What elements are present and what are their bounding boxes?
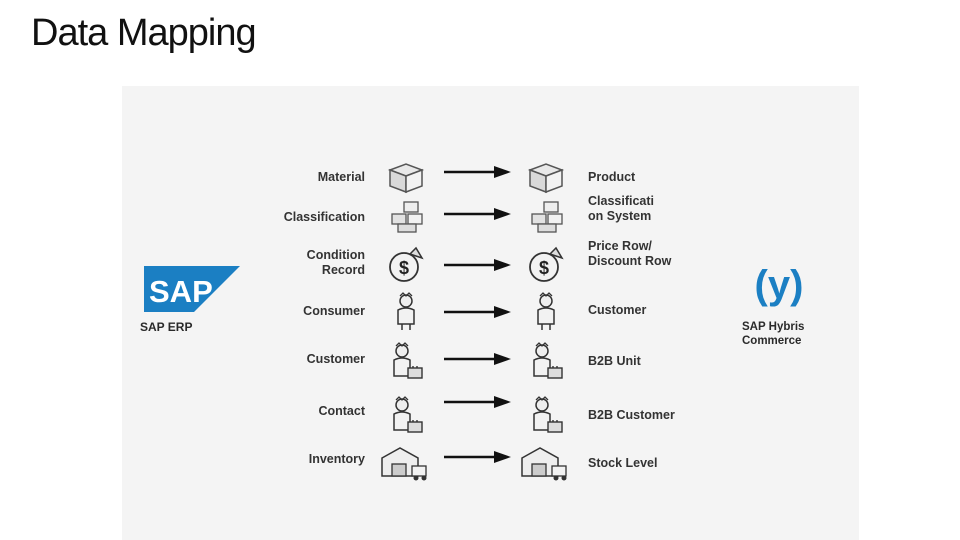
source-entity-customer: Customer [306,352,365,366]
mapping-arrow [444,166,511,178]
target-entity-price-row: Price Row/ Discount Row [588,239,672,268]
hybris-logo: (y) [755,263,804,307]
source-entity-consumer: Consumer [303,304,365,318]
person-with-briefcase-icon [533,342,563,379]
box-icon [527,163,565,194]
source-system-caption: SAP ERP [140,320,193,334]
money-bag-icon: $ [529,246,564,282]
source-entity-material: Material [317,170,365,184]
svg-text:$: $ [399,258,409,278]
person-icon [397,292,415,330]
source-entity-classification: Classification [283,210,365,224]
source-entity-contact: Contact [318,404,365,418]
hybris-logo-glyph: (y) [755,263,804,307]
money-bag-icon: $ [389,246,424,282]
source-entity-condition-record: Condition Record [306,248,365,277]
slide-title: Data Mapping [31,12,257,54]
data-mapping-diagram: SAP SAP ERP (y) SAP Hybris Commerce Mate… [122,86,859,540]
target-entity-b2b-customer: B2B Customer [588,408,675,422]
mapping-arrow [444,396,511,408]
target-system-caption: SAP Hybris Commerce [742,321,805,347]
mapping-arrow [444,451,511,463]
svg-text:$: $ [539,258,549,278]
target-entity-customer: Customer [588,303,647,317]
mapping-arrow [444,306,511,318]
warehouse-truck-icon [381,447,427,481]
sap-logo-text: SAP [149,274,213,309]
warehouse-truck-icon [521,447,567,481]
box-icon [387,163,425,194]
source-entity-inventory: Inventory [308,452,365,466]
target-entity-stock-level: Stock Level [588,456,658,470]
person-icon [537,292,555,330]
stacked-boxes-icon [531,201,563,233]
stacked-boxes-icon [391,201,423,233]
mapping-arrow [444,353,511,365]
person-with-briefcase-icon [393,342,423,379]
mapping-arrow [444,259,511,271]
target-entity-b2b-unit: B2B Unit [588,354,641,368]
person-with-briefcase-icon [533,396,563,433]
sap-logo: SAP [144,266,240,312]
person-with-briefcase-icon [393,396,423,433]
target-entity-product: Product [588,170,636,184]
mapping-arrow [444,208,511,220]
target-entity-classification-system: Classificati on System [588,194,655,223]
